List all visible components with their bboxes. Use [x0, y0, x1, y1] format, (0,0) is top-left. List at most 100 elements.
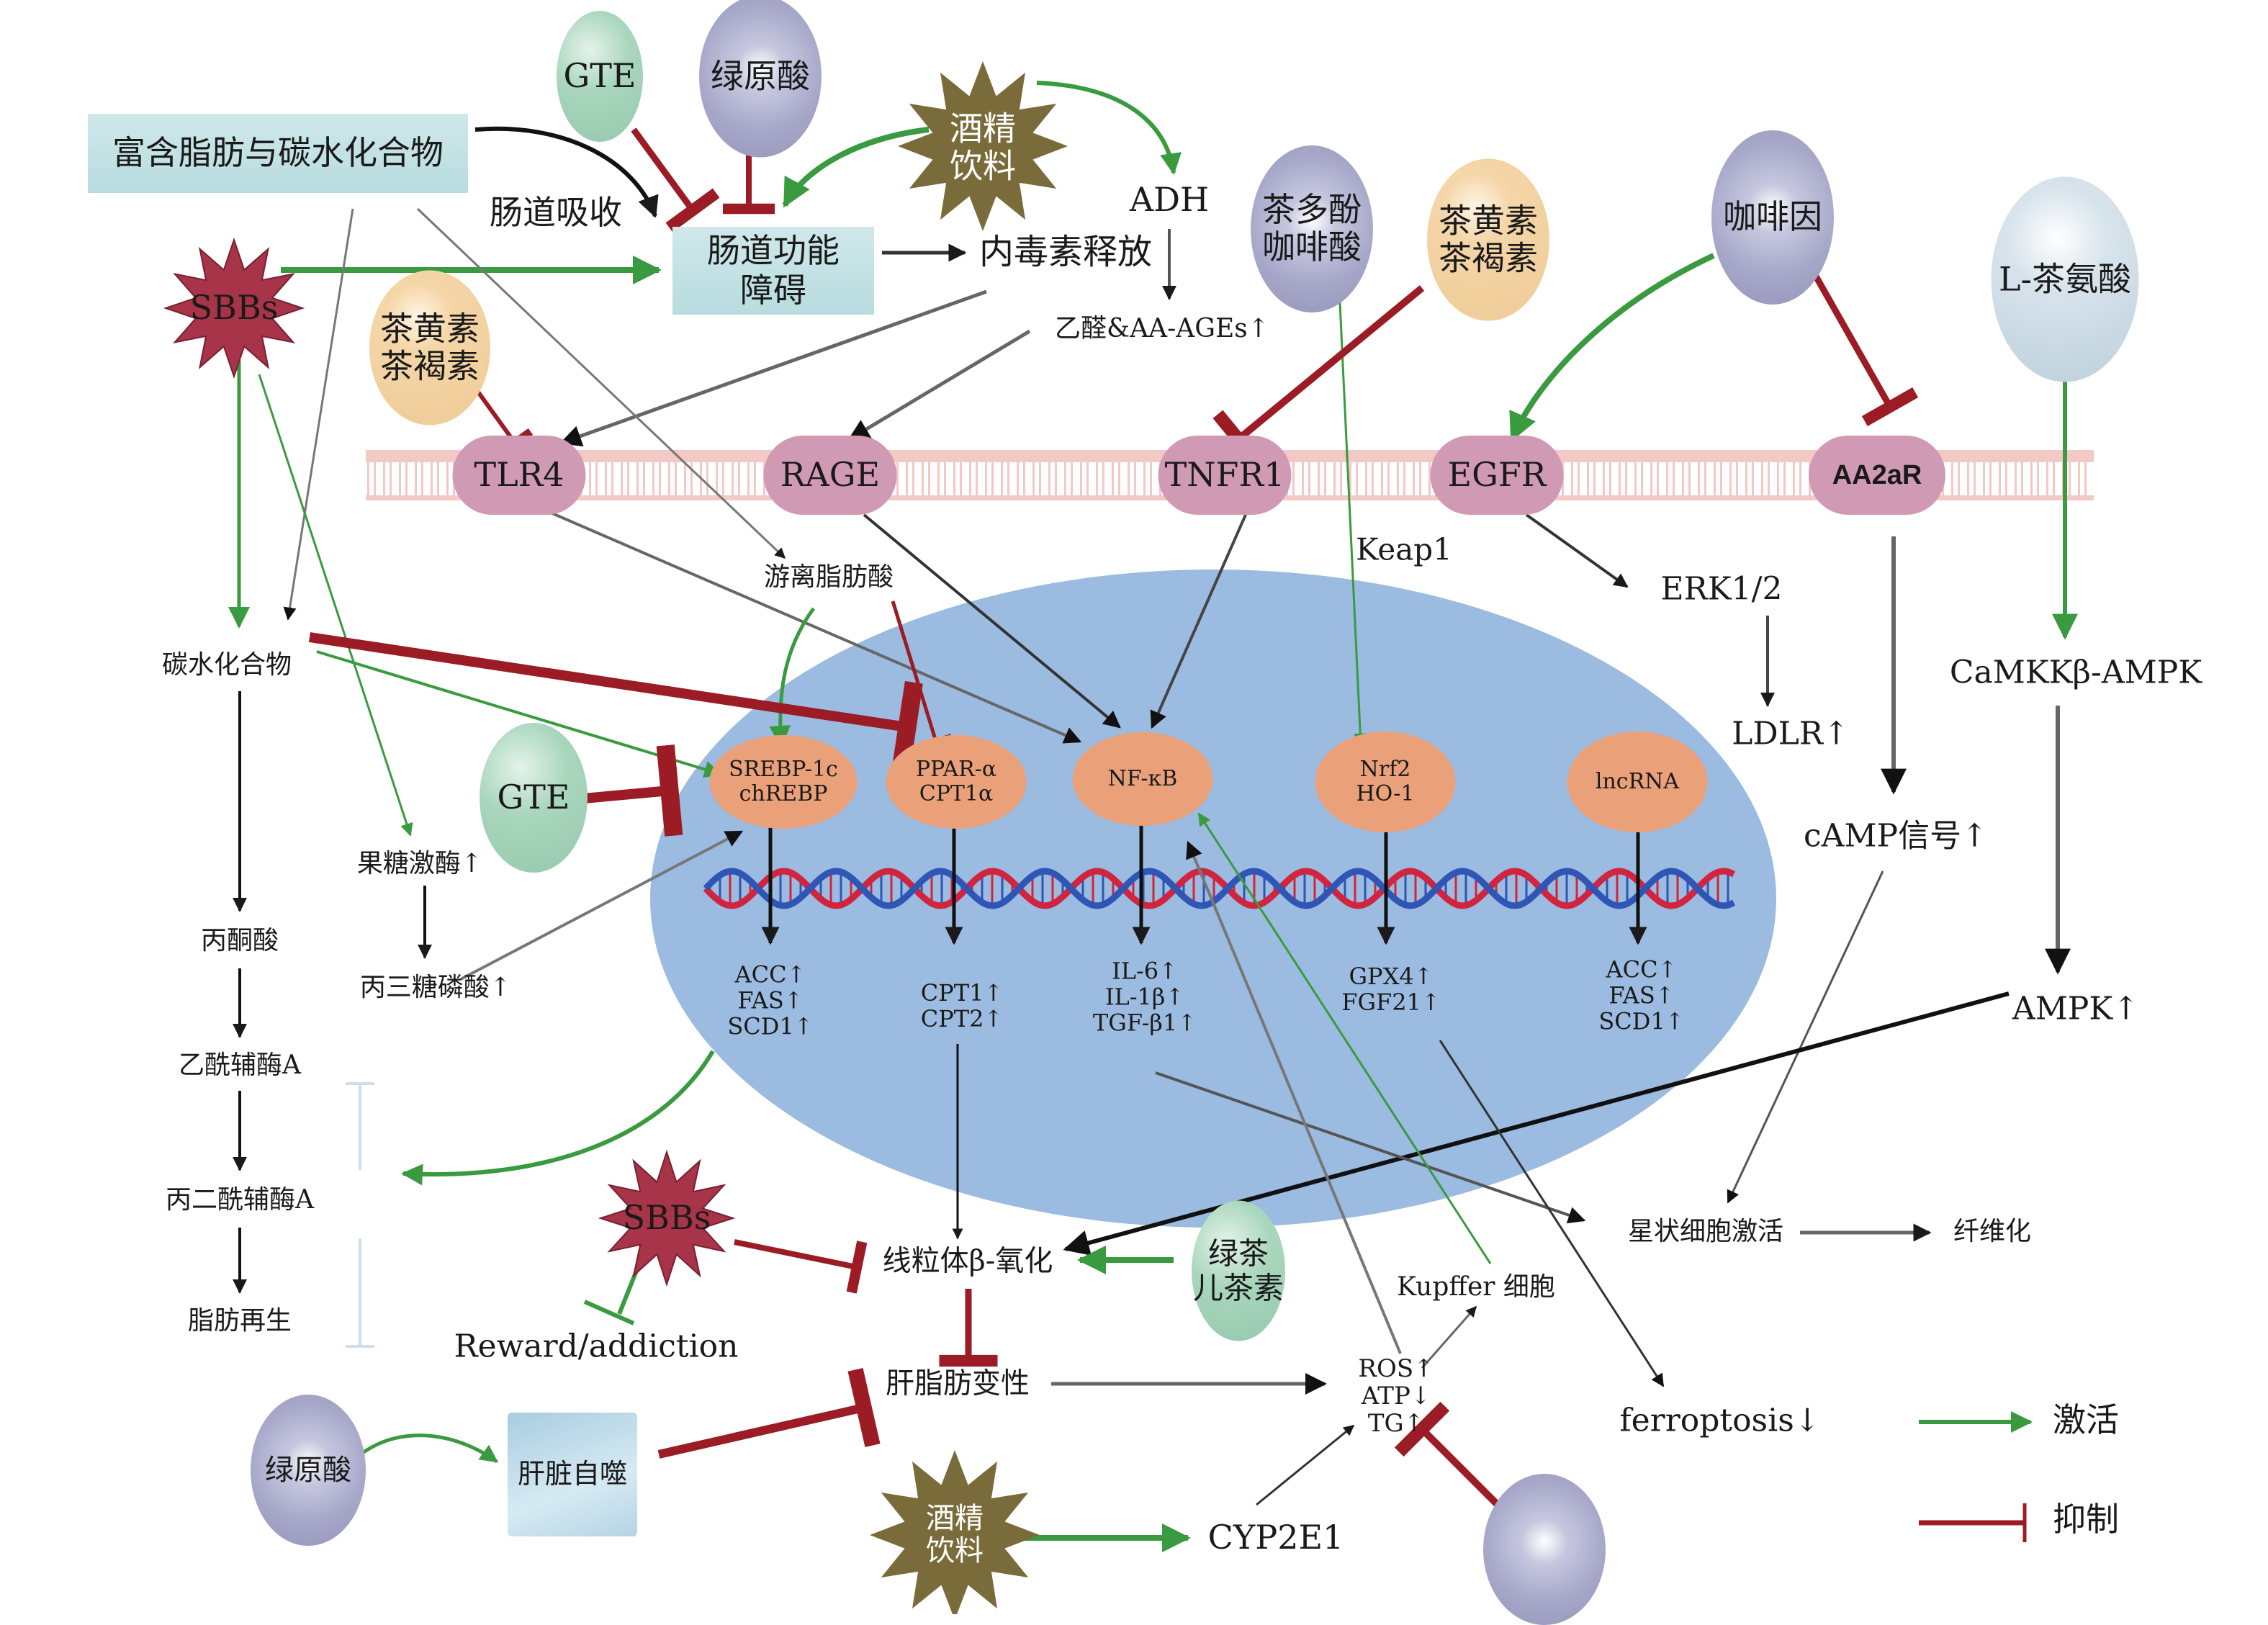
arrow-caffeine-to-egfr [1509, 253, 1715, 442]
label-malonyl-coa: 丙二酰辅酶A [166, 1184, 314, 1215]
unlabeled-sphere [1483, 1474, 1606, 1625]
label-ros: ROS↑ [1358, 1354, 1434, 1383]
output-item: CPT2↑ [920, 1005, 1004, 1032]
label-acetyl-coa: 乙酰辅酶A [179, 1050, 301, 1080]
label-ampk: AMPK↑ [2012, 990, 2140, 1027]
output-lncrna: ACC↑ FAS↑ SCD1↑ [1598, 955, 1685, 1035]
theaflavin-right-line1: 茶黄素 [1439, 201, 1538, 240]
arrow-srebp-to-lipogenesis [401, 1050, 715, 1186]
output-item: SCD1↑ [1598, 1007, 1685, 1035]
arrow-rage-to-nfkb [863, 513, 1121, 729]
theanine-ball: L-茶氨酸 [1991, 176, 2139, 382]
receptor-tlr4: TLR4 [452, 436, 586, 515]
tf-nrf2: Nrf2 HO-1 [1315, 732, 1456, 832]
output-srebp: ACC↑ FAS↑ SCD1↑ [727, 960, 813, 1039]
gte-top-ball: GTE [557, 11, 643, 142]
arrow-gpx4-to-ferroptosis [1439, 1040, 1665, 1387]
theaflavin-left-line2: 茶褐素 [380, 346, 480, 385]
sbbs-bottom-star [598, 1149, 736, 1287]
label-acetaldehyde: 乙醛&AA-AGEs↑ [1055, 313, 1269, 343]
label-fructokinase: 果糖激酶↑ [356, 848, 483, 878]
label-beta-oxidation: 线粒体β-氧化 [882, 1244, 1053, 1278]
alcohol-bottom-line1: 酒精 [926, 1502, 984, 1536]
label-erk: ERK1/2 [1660, 570, 1783, 608]
tf-ppar-line2: CPT1α [919, 781, 994, 806]
label-keap1: Keap1 [1356, 531, 1452, 567]
arrow-cyp2e1-to-ros [1256, 1424, 1355, 1506]
arrow-ffa-to-srebp [769, 607, 816, 747]
arrow-diet-to-ffa [416, 207, 786, 559]
arrow-sbbs-to-fructokinase [258, 374, 413, 837]
arrow-carb-to-srebp [316, 650, 722, 778]
alcohol-top-line2: 饮料 [950, 146, 1016, 185]
label-ferroptosis: ferroptosis↓ [1619, 1402, 1821, 1439]
output-item: TGF-β1↑ [1092, 1008, 1197, 1036]
output-ppar: CPT1↑ CPT2↑ [920, 980, 1004, 1032]
theaflavin-right-ball: 茶黄素 茶褐素 [1427, 158, 1549, 321]
tea-polyphenol-line2: 咖啡酸 [1262, 228, 1362, 266]
arrow-camp-to-stellate [1727, 870, 1884, 1204]
label-ffa: 游离脂肪酸 [763, 562, 894, 592]
arrow-sbbs-to-reward-tee [583, 1300, 635, 1325]
tf-nrf2-line2: HO-1 [1356, 781, 1415, 806]
output-item: IL-1β↑ [1104, 983, 1185, 1011]
label-gut-absorption: 肠道吸收 [490, 193, 622, 233]
receptor-egfr: EGFR [1430, 436, 1564, 515]
label-kupffer: Kupffer 细胞 [1397, 1271, 1555, 1302]
tf-srebp: SREBP-1c chREBP [709, 735, 858, 829]
label-camp: cAMP信号↑ [1804, 817, 1988, 855]
inhibit-ffa-to-ppar [891, 600, 953, 750]
theaflavin-left-line1: 茶黄素 [380, 309, 480, 348]
label-endotoxin: 内毒素释放 [978, 232, 1153, 273]
output-item: ACC↑ [734, 960, 806, 989]
tf-nrf2-line1: Nrf2 [1359, 757, 1411, 783]
inhibit-sphere-to-tg [1394, 1401, 1500, 1508]
output-item: FGF21↑ [1341, 989, 1441, 1016]
output-item: FAS↑ [1608, 981, 1675, 1009]
sbbs-bottom-label: SBBs [622, 1198, 711, 1238]
arrow-diet-to-gut [474, 126, 659, 218]
alcohol-bottom-label: 酒精 饮料 [926, 1503, 984, 1567]
arrow-acetaldehyde-to-rage [847, 329, 1031, 441]
label-ros-atp-tg: ROS↑ ATP↓ TG↑ [1358, 1355, 1434, 1437]
caffeine-ball: 咖啡因 [1711, 130, 1834, 305]
output-item: GPX4↑ [1349, 963, 1434, 991]
label-fibrosis: 纤维化 [1953, 1216, 2032, 1246]
arrow-teapolyphenol-to-nrf2 [1338, 287, 1367, 747]
inhibit-gte-to-srebp [575, 744, 683, 837]
gut-dysfunction-line2: 障碍 [740, 271, 806, 310]
label-carbohydrate: 碳水化合物 [161, 649, 292, 680]
dna-strand-blue [703, 868, 1736, 909]
inhibit-caffeine-to-aa2ar [1812, 271, 1919, 427]
theaflavin-right-line2: 茶褐素 [1439, 238, 1538, 277]
arrow-g3p-to-srebp [460, 830, 744, 981]
tf-nfkb: NF-κB [1072, 732, 1213, 826]
alcohol-top-star [898, 61, 1068, 231]
alcohol-top-line1: 酒精 [950, 109, 1016, 148]
arrow-cga-to-autophagy [344, 1433, 499, 1470]
catechin-line1: 绿茶 [1207, 1235, 1269, 1271]
receptor-aa2ar: AA2aR [1809, 436, 1945, 515]
sbbs-top-label: SBBs [189, 288, 279, 328]
theaflavin-left-ball: 茶黄素 茶褐素 [369, 270, 490, 426]
label-atp: ATP↓ [1361, 1381, 1431, 1410]
arrow-cytokines-to-stellate [1155, 1071, 1586, 1224]
label-pyruvate: 丙酮酸 [200, 925, 279, 955]
cga-bottom-ball: 绿原酸 [251, 1395, 366, 1546]
tf-ppar: PPAR-α CPT1α [886, 735, 1027, 829]
label-tg: TG↑ [1367, 1409, 1425, 1439]
inhibit-autophagy-to-steatosis [657, 1367, 881, 1459]
arrow-egfr-to-erk [1525, 513, 1629, 588]
alcohol-bottom-star [870, 1450, 1040, 1614]
arrow-tnfr1-to-nfkb [1150, 514, 1247, 729]
inhibit-carb-to-ppar [308, 632, 923, 774]
arrow-ros-to-kupffer [1421, 1305, 1477, 1369]
autophagy-box: 肝脏自噬 [508, 1413, 637, 1536]
output-nrf2: GPX4↑ FGF21↑ [1341, 963, 1441, 1016]
alcohol-bottom-line2: 饮料 [926, 1534, 984, 1567]
label-camkk: CaMKKβ-AMPK [1949, 654, 2202, 691]
output-item: ACC↑ [1606, 955, 1678, 983]
label-reward: Reward/addiction [454, 1328, 739, 1365]
arrow-endotoxin-to-tlr4 [559, 289, 987, 447]
